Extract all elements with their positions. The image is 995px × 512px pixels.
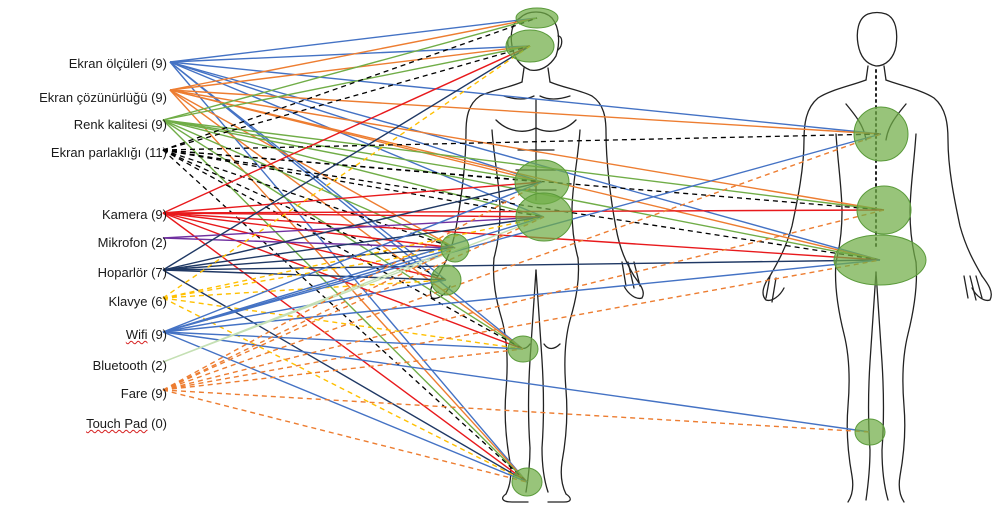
feature-label-hoparlor: Hoparlör (7): [98, 265, 167, 280]
region-lower-back: [857, 186, 911, 234]
connection-line-fare-to-knee: [163, 349, 523, 390]
connection-lines: [163, 18, 884, 482]
region-abdomen: [516, 193, 572, 241]
connection-line-ekran-olculeri-to-upper-back: [170, 62, 881, 134]
feature-label-ekran-cozunurlugu: Ekran çözünürlüğü (9): [39, 90, 167, 105]
connection-line-wifi-to-foot: [163, 332, 527, 482]
region-upper-back: [854, 107, 908, 161]
region-foot: [512, 468, 542, 496]
connection-line-wifi-to-left-hand: [163, 280, 446, 332]
region-hips: [834, 235, 926, 285]
feature-label-renk-kalitesi: Renk kalitesi (9): [74, 117, 167, 132]
region-eyes: [506, 30, 554, 62]
feature-label-kamera: Kamera (9): [102, 207, 167, 222]
feature-label-klavye: Klavye (6): [108, 294, 167, 309]
region-knee: [508, 336, 538, 362]
region-left-hand: [431, 265, 461, 295]
region-right-hand: [441, 234, 469, 262]
feature-label-touch-pad: Touch Pad (0): [86, 416, 167, 431]
feature-label-wifi: Wifi (9): [126, 327, 167, 342]
spellcheck-underline: Wifi: [126, 327, 148, 342]
connection-line-kamera-to-foot: [163, 213, 527, 482]
connection-line-fare-to-foot: [163, 390, 527, 482]
connection-line-ekran-cozunurlugu-to-head: [170, 18, 537, 90]
feature-label-ekran-olculeri: Ekran ölçüleri (9): [69, 56, 167, 71]
region-calf: [855, 419, 885, 445]
feature-label-bluetooth: Bluetooth (2): [93, 358, 167, 373]
connection-line-renk-kalitesi-to-chest: [163, 120, 542, 182]
feature-label-fare: Fare (9): [121, 386, 167, 401]
feature-label-mikrofon: Mikrofon (2): [98, 235, 167, 250]
connection-line-fare-to-calf: [163, 390, 870, 432]
connection-line-bluetooth-to-abdomen: [163, 217, 544, 362]
connection-line-ekran-cozunurlugu-to-foot: [170, 90, 527, 482]
feature-label-ekran-parlakligi: Ekran parlaklığı (11): [51, 145, 167, 160]
spellcheck-underline: Touch Pad: [86, 416, 147, 431]
region-head: [516, 8, 558, 28]
connection-line-ekran-olculeri-to-chest: [170, 62, 542, 182]
